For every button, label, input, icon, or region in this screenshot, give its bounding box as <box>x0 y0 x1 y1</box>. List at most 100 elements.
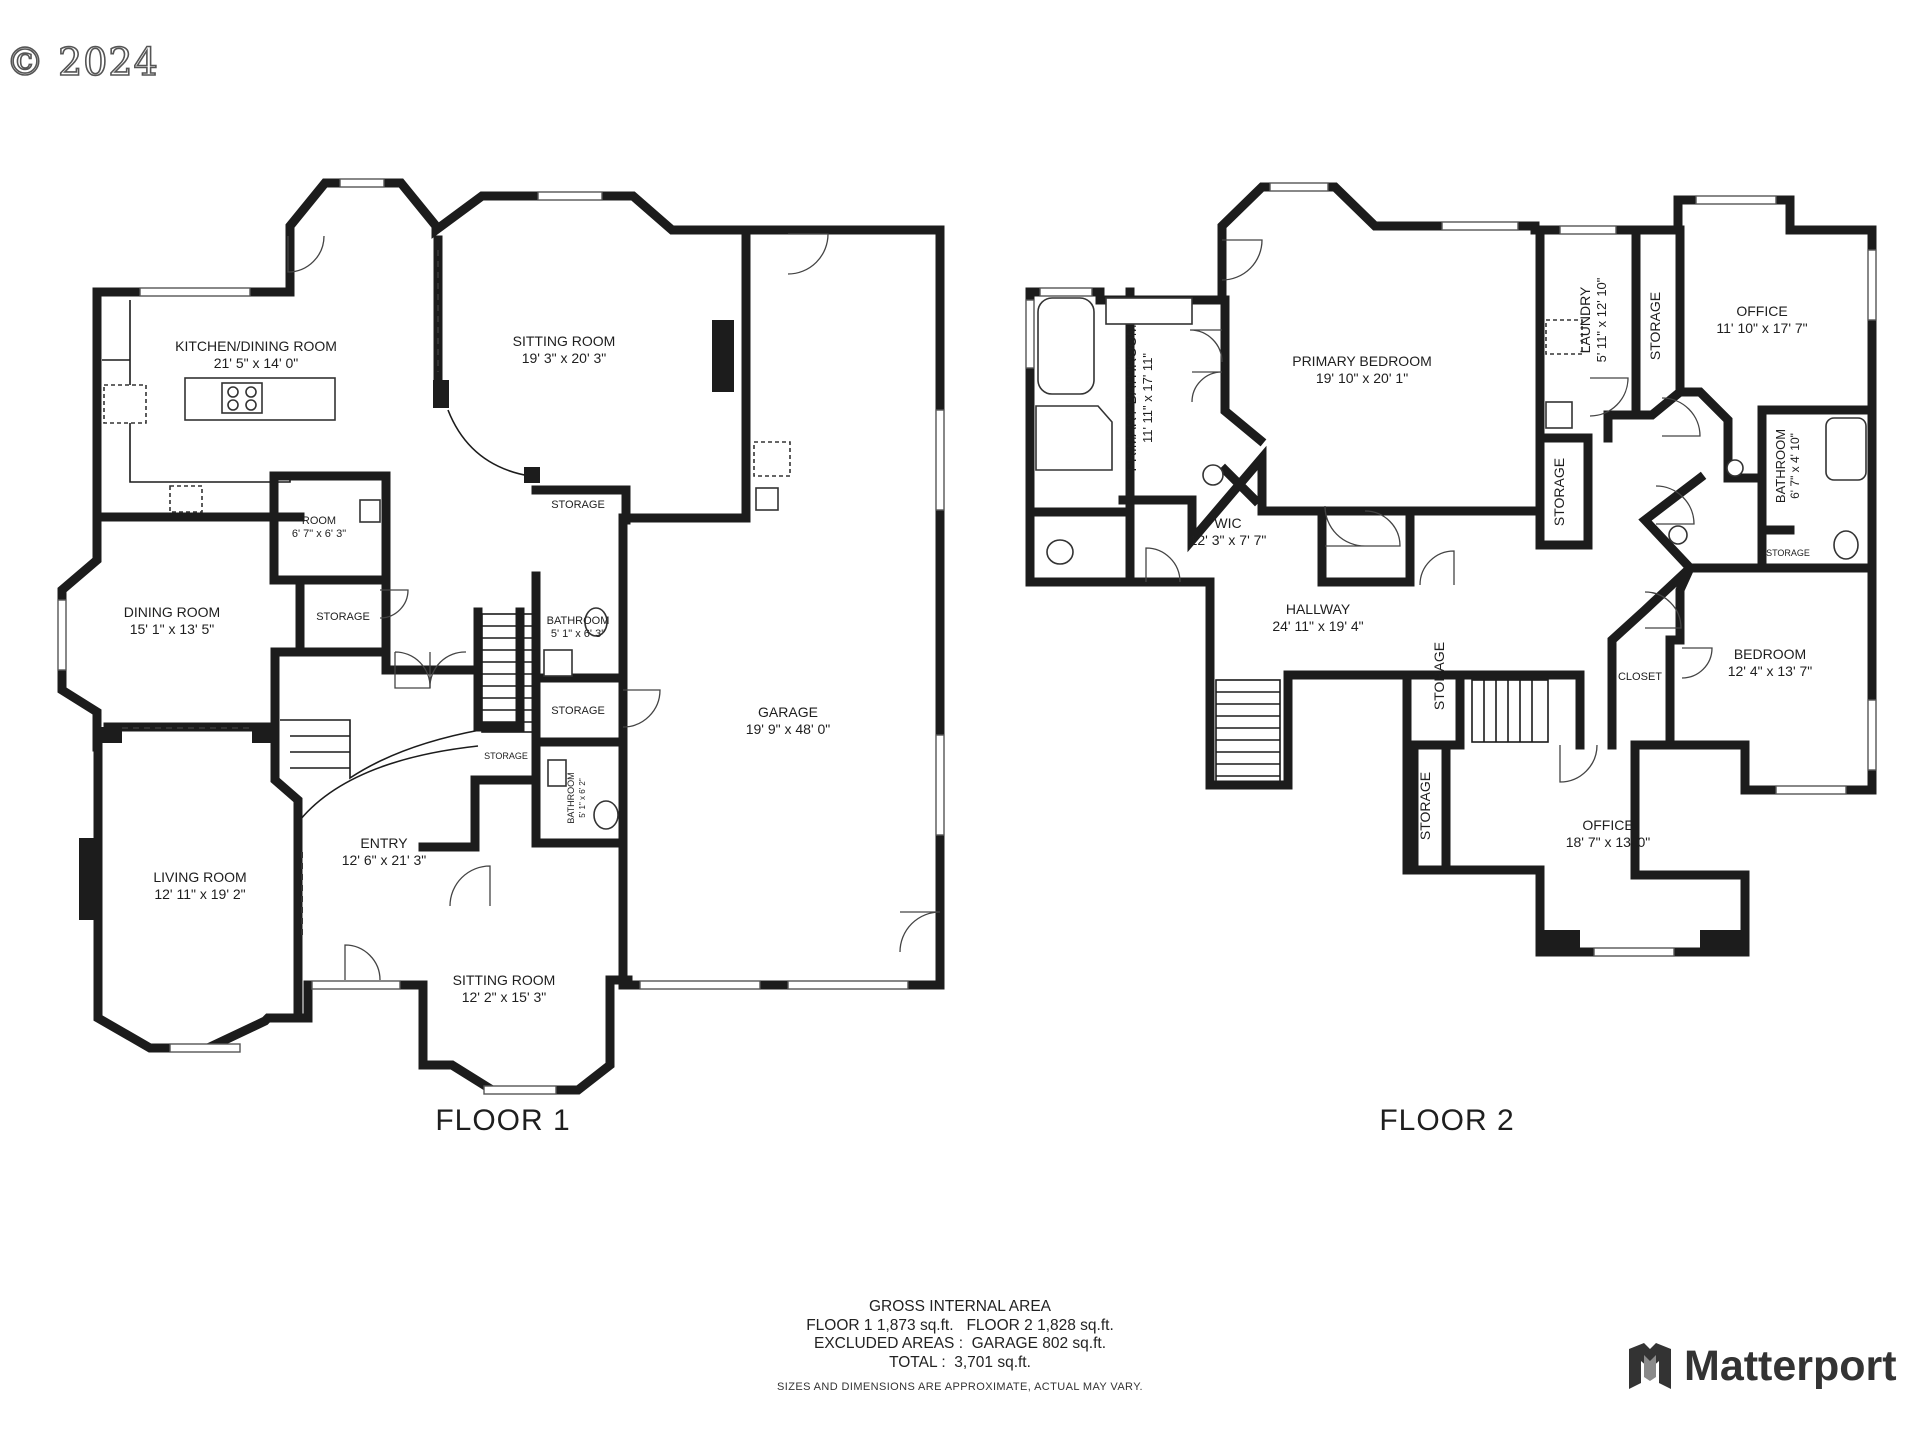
floor1-room-entry: ENTRY 12' 6" x 21' 3" <box>342 835 427 868</box>
floor1-room-storage-c: STORAGE <box>551 705 605 717</box>
floor1-door-2 <box>787 233 829 275</box>
room-name: STORAGE <box>551 705 605 717</box>
floor2-room-bath: BATHROOM 6' 7" x 4' 10" <box>1773 429 1802 503</box>
floor1-door-6 <box>899 911 941 953</box>
room-name: STORAGE <box>1647 292 1663 360</box>
floor1-door-5 <box>622 689 661 728</box>
room-name: DINING ROOM <box>124 604 220 620</box>
floor1-window-1 <box>139 287 251 297</box>
room-dims: 11' 11" x 17' 11" <box>1140 353 1155 443</box>
room-dims: 12' 2" x 15' 3" <box>462 989 547 1005</box>
room-dims: 19' 9" x 48' 0" <box>746 721 831 737</box>
floor2-window-6 <box>1025 299 1035 369</box>
floor1-room-sitting-top: SITTING ROOM 19' 3" x 20' 3" <box>513 333 616 366</box>
floor1-column-3 <box>100 727 122 743</box>
floor2-tub-2 <box>1825 417 1867 481</box>
floor2-door-5 <box>1364 510 1401 547</box>
floor2-sink-3 <box>1726 459 1744 477</box>
floor2-door-13 <box>1681 647 1713 679</box>
floor1-fireplace-living <box>79 838 97 920</box>
room-name: CLOSET <box>1618 671 1662 683</box>
room-name: BATHROOM <box>566 772 576 823</box>
floor1-title: FLOOR 1 <box>435 1104 570 1137</box>
floor2-interior-walls <box>1025 225 1877 875</box>
floor2-bathtub <box>1037 297 1095 395</box>
floor2-room-storage-b: STORAGE <box>1551 458 1567 526</box>
floor2-window-4 <box>1695 195 1777 205</box>
floor2-stairs-right <box>1471 679 1549 743</box>
area-floors: FLOOR 1 1,873 sq.ft. FLOOR 2 1,828 sq.ft… <box>806 1316 1114 1334</box>
floor2-window-10 <box>1593 947 1675 957</box>
floor1-door-9 <box>379 589 409 619</box>
floor1-window-3 <box>537 191 603 201</box>
floor1-window-9 <box>935 409 945 511</box>
matterport-wordmark: Matterport <box>1684 1341 1897 1390</box>
room-name: STORAGE <box>1417 772 1433 840</box>
area-excluded: EXCLUDED AREAS : GARAGE 802 sq.ft. <box>813 1335 1107 1352</box>
floor1-door-4 <box>429 651 467 689</box>
floor2-window-9 <box>1775 785 1847 795</box>
room-name: STORAGE <box>1431 642 1447 710</box>
room-name: ENTRY <box>360 835 408 851</box>
floor1-interior-walls <box>92 225 751 1023</box>
floor1-room-small: ROOM 6' 7" x 6' 3" <box>292 515 346 540</box>
room-dims: 21' 5" x 14' 0" <box>214 355 299 371</box>
floor1-column-4 <box>252 727 274 743</box>
floor2-window-7 <box>1039 287 1093 297</box>
room-name: SITTING ROOM <box>453 972 556 988</box>
floor2-room-bedroom: BEDROOM 12' 4" x 13' 7" <box>1728 646 1813 679</box>
floor1-burner-2 <box>245 386 257 398</box>
floor2-room-closet: CLOSET <box>1618 671 1662 683</box>
floor1-room-storage-d: STORAGE <box>484 751 528 761</box>
floor2-title: FLOOR 2 <box>1379 1104 1514 1137</box>
area-summary: GROSS INTERNAL AREA FLOOR 1 1,873 sq.ft.… <box>720 1298 1200 1397</box>
floor2-room-hallway: HALLWAY 24' 11" x 19' 4" <box>1272 601 1363 634</box>
floor2-window-3 <box>1559 225 1617 235</box>
floor1-stairs-main <box>481 613 535 733</box>
floor2-door-2 <box>1189 329 1223 363</box>
floor1-room-kitchen: KITCHEN/DINING ROOM 21' 5" x 14' 0" <box>175 338 337 371</box>
room-dims: 5' 11" x 12' 10" <box>1594 277 1609 362</box>
room-dims: 5' 1" x 6' 2" <box>578 778 587 818</box>
floor1-plan: KITCHEN/DINING ROOM 21' 5" x 14' 0" SITT… <box>57 178 945 1137</box>
floor1-window-2 <box>339 178 385 188</box>
room-name: STORAGE <box>1766 548 1810 558</box>
floor2-washer <box>1545 319 1583 355</box>
floor1-burner-3 <box>227 399 239 411</box>
floor1-burner-1 <box>227 386 239 398</box>
floor2-toilet-1 <box>1046 539 1074 565</box>
floor2-door-4 <box>1324 505 1366 547</box>
floor1-dishwasher <box>169 485 203 513</box>
room-dims: 12' 4" x 13' 7" <box>1728 663 1813 679</box>
area-total: TOTAL : 3,701 sq.ft. <box>889 1353 1031 1371</box>
floor2-stairs-left <box>1215 679 1281 785</box>
floor2-room-wic: WIC 12' 3" x 7' 7" <box>1190 515 1267 548</box>
floor1-garage-appliance <box>753 441 791 477</box>
floor1-room-dining: DINING ROOM 15' 1" x 13' 5" <box>124 604 220 637</box>
floor1-vanity-2 <box>547 759 567 787</box>
floor1-cooktop <box>221 382 263 414</box>
room-dims: 19' 10" x 20' 1" <box>1316 370 1408 386</box>
floor2-door-10 <box>1655 485 1695 525</box>
floor1-door-8 <box>449 865 491 907</box>
floor1-room-sitting-bottom: SITTING ROOM 12' 2" x 15' 3" <box>453 972 556 1005</box>
room-name: STORAGE <box>484 751 528 761</box>
room-name: GARAGE <box>758 704 818 720</box>
floor1-column-1 <box>433 380 449 408</box>
floor2-pillar-2 <box>1700 930 1745 952</box>
floor2-room-storage-c: STORAGE <box>1766 548 1810 558</box>
floor1-room-bath-a: BATHROOM 5' 1" x 6' 3" <box>547 615 610 640</box>
room-dims: 15' 1" x 13' 5" <box>130 621 215 637</box>
room-dims: 18' 7" x 13' 0" <box>1566 834 1651 850</box>
room-name: BEDROOM <box>1734 646 1806 662</box>
floor2-room-storage-d: STORAGE <box>1431 642 1447 710</box>
floor2-room-office-top: OFFICE 11' 10" x 17' 7" <box>1716 303 1807 336</box>
floor2-door-6 <box>1145 547 1181 583</box>
room-name: KITCHEN/DINING ROOM <box>175 338 337 354</box>
room-dims: 5' 1" x 6' 3" <box>551 628 605 640</box>
room-name: PRIMARY BATHROOM <box>1123 324 1139 471</box>
floor2-room-storage-e: STORAGE <box>1417 772 1433 840</box>
floor2-shower <box>1035 405 1113 471</box>
floor1-toilet-1 <box>584 607 608 637</box>
